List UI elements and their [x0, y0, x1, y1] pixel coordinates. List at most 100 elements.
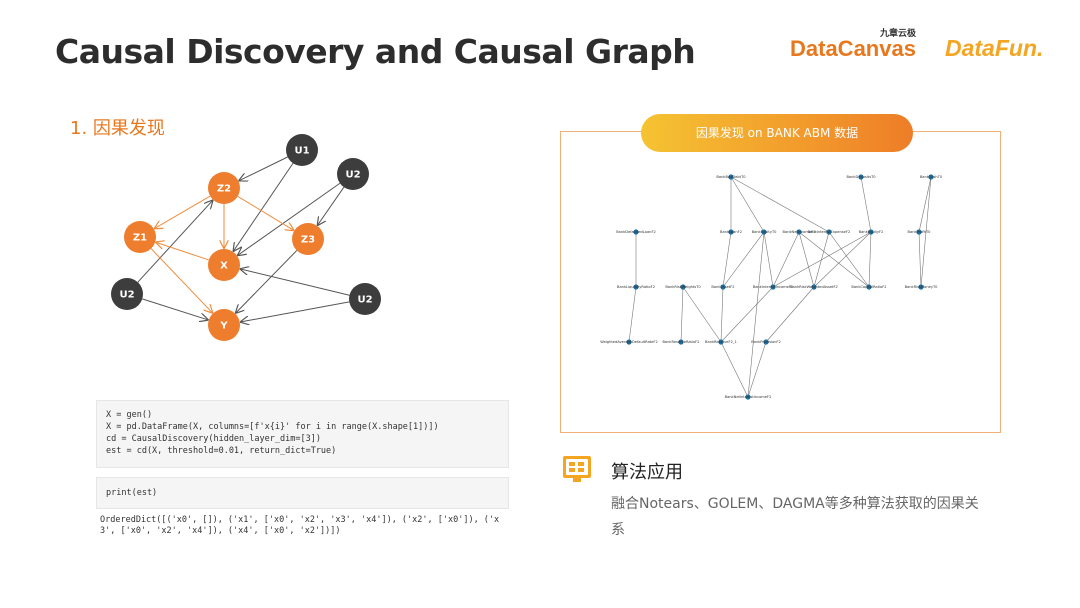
- section-heading: 1. 因果发现: [70, 118, 165, 139]
- bank-node-dot: [866, 284, 872, 290]
- graph-node-label: Y: [219, 321, 228, 332]
- graph-node-z3: Z3: [292, 223, 324, 255]
- bank-node-label: BankEquityT0: [752, 230, 778, 234]
- code-line-3: cd = CausalDiscovery(hidden_layer_dim=[3…: [106, 434, 321, 444]
- bank-edge: [722, 231, 765, 288]
- bank-node-label: BankNetInterestIncomeF2: [725, 395, 772, 399]
- code-line-1: X = gen(): [106, 410, 153, 420]
- bank-node-label: BankDefaultedLoanF2: [616, 230, 656, 234]
- bank-node: BankLiquidityRatioF2: [617, 284, 655, 290]
- bank-edge: [918, 231, 922, 288]
- bank-edge: [720, 286, 724, 343]
- bank-node-dot: [918, 284, 924, 290]
- graph-node-u2c: U2: [349, 283, 381, 315]
- code-line-2: X = pd.DataFrame(X, columns=[f'x{i}' for…: [106, 422, 439, 432]
- graph-edge-u2c-y: [241, 301, 350, 322]
- bank-edge: [682, 286, 722, 343]
- graph-node-circle: [292, 223, 324, 255]
- bank-node-dot: [633, 284, 639, 290]
- bank-edge: [798, 231, 870, 288]
- bank-edge: [747, 231, 765, 398]
- graph-node-u2a: U2: [337, 158, 369, 190]
- bank-edge: [730, 176, 830, 233]
- bank-node-label: BankDepositsT0: [846, 175, 876, 179]
- bank-node: BankEquityF2: [859, 229, 884, 235]
- graph-node-y: Y: [208, 309, 240, 341]
- bank-node: BankCashT0: [920, 174, 943, 180]
- bank-node-label: BankNetIncomeF2: [783, 230, 816, 234]
- bank-edge: [860, 176, 872, 233]
- graph-node-circle: [111, 278, 143, 310]
- graph-node-circle: [349, 283, 381, 315]
- bank-edge: [747, 341, 767, 398]
- graph-edge-u2a-x: [238, 182, 341, 255]
- bank-node: BankRiskWeightedAssetF2: [790, 284, 838, 290]
- graph-node-label: X: [220, 261, 228, 272]
- bank-node: BankEquityT0: [752, 229, 778, 235]
- datacanvas-logo: DataCanvas: [790, 36, 916, 61]
- bank-edge: [765, 286, 815, 343]
- graph-node-z1: Z1: [124, 221, 156, 253]
- graph-node-label: Z3: [301, 235, 315, 246]
- bank-node: BankInterestIncomeF2: [753, 284, 793, 290]
- bank-node-label: BankLoanF2: [720, 230, 742, 234]
- graph-node-u1: U1: [286, 134, 318, 166]
- bank-edge: [763, 231, 774, 288]
- graph-node-circle: [124, 221, 156, 253]
- graph-node-circle: [208, 172, 240, 204]
- datafun-logo: DataFun.: [945, 35, 1044, 61]
- graph-edge-z2-z3: [237, 195, 294, 230]
- bank-node-dot: [728, 229, 734, 235]
- graph-node-circle: [208, 309, 240, 341]
- bank-node-dot: [720, 284, 726, 290]
- bank-node-dot: [763, 339, 769, 345]
- application-description: 融合Notears、GOLEM、DAGMA等多种算法获取的因果关系: [611, 496, 979, 538]
- bank-node-label: BankProfitT0: [908, 230, 932, 234]
- graph-node-x: X: [208, 249, 240, 281]
- bank-node-dot: [928, 174, 934, 180]
- bank-node: BankNetIncomeF2: [783, 229, 816, 235]
- bank-node-label: BankCapitalRatioF2: [851, 285, 886, 289]
- graph-edge-u2b-y: [142, 298, 208, 320]
- graph-edge-u2b-z2: [137, 201, 213, 283]
- bank-node: BankLoanF2: [720, 229, 742, 235]
- application-title: 算法应用: [611, 462, 683, 483]
- bank-node: BankDepositsT0: [846, 174, 876, 180]
- bank-node-dot: [718, 339, 724, 345]
- bank-node-dot: [761, 229, 767, 235]
- graph-node-u2b: U2: [111, 278, 143, 310]
- bank-node-label: BankRiskWeightsT0: [665, 285, 701, 289]
- bank-edge: [730, 176, 765, 233]
- datacanvas-logo-cn: 九章云极: [880, 29, 917, 39]
- page-title: Causal Discovery and Causal Graph: [55, 32, 696, 71]
- bank-edge: [772, 231, 800, 288]
- bank-node-label: WeightedAverageDefaultRateF2: [600, 340, 658, 344]
- bank-node-label: BankCashT0: [920, 175, 943, 179]
- bank-node-label: BankEquityF2: [859, 230, 884, 234]
- bank-edge: [918, 176, 932, 233]
- bank-node: BankAssetF2: [711, 284, 735, 290]
- bank-node-dot: [811, 284, 817, 290]
- bank-node-dot: [770, 284, 776, 290]
- graph-node-label: Z2: [217, 184, 231, 195]
- bank-node: WeightedAverageDefaultRateF2: [600, 339, 658, 345]
- graph-edge-u2a-z3: [318, 186, 345, 225]
- bank-edge: [828, 231, 870, 288]
- bank-node-label: BankRiskWeightedAssetF2: [790, 285, 838, 289]
- graph-node-z2: Z2: [208, 172, 240, 204]
- bank-node: BankNetInterestIncomeF2: [725, 394, 772, 400]
- graph-node-label: U2: [345, 170, 360, 181]
- graph-edge-z1-y: [150, 248, 212, 313]
- code-cell-1: X = gen() X = pd.DataFrame(X, columns=[f'…: [96, 400, 509, 468]
- bank-node: BankProvisionF2: [751, 339, 781, 345]
- bank-edge: [628, 286, 637, 343]
- bank-node-dot: [916, 229, 922, 235]
- bank-node-dot: [868, 229, 874, 235]
- graph-edge-x-z1: [156, 242, 209, 261]
- graph-node-label: U2: [357, 295, 372, 306]
- bank-node: BankRiskMoneyT0: [905, 284, 938, 290]
- app-grid-icon: [563, 456, 591, 482]
- bank-node-dot: [728, 174, 734, 180]
- graph-node-circle: [286, 134, 318, 166]
